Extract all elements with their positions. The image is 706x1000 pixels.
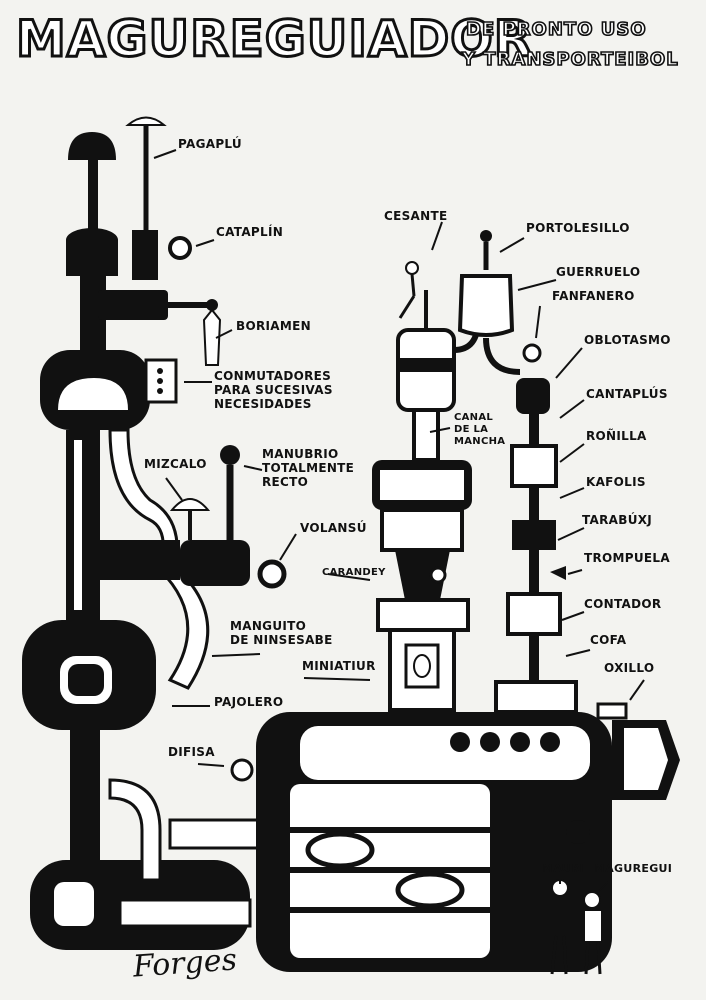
base-machine: [256, 702, 680, 972]
left-valves: [100, 116, 292, 882]
label-mauri: MAURI: [542, 862, 585, 875]
label-conmutadores-2: PARA SUCESIVAS: [214, 383, 333, 397]
label-manubrio-2: TOTALMENTE: [262, 461, 355, 475]
label-mizcalo: MIZCALO: [144, 457, 207, 471]
label-kafolis: KAFOLIS: [586, 475, 646, 489]
label-pagaplu: PAGAPLÚ: [178, 137, 242, 151]
label-manubrio-3: RECTO: [262, 475, 309, 489]
subtitle-line-2: Y TRANSPORTEIBOL: [461, 49, 679, 71]
label-oblotasmo: OBLOTASMO: [584, 333, 671, 347]
label-cantaplus: CANTAPLÚS: [586, 387, 668, 401]
label-ronilla: ROÑILLA: [586, 429, 647, 443]
label-maguregui: MAGUREGUI: [594, 862, 673, 875]
right-column: [457, 230, 578, 714]
label-manguito-1: MANGUITO: [230, 619, 307, 633]
label-volansu: VOLANSÚ: [300, 521, 367, 535]
label-conmutadores-3: NECESIDADES: [214, 397, 312, 411]
figures: [398, 261, 603, 975]
subtitle-line-1: DE PRONTO USO: [465, 19, 647, 41]
label-cesante: CESANTE: [384, 209, 448, 223]
label-pajolero: PAJOLERO: [214, 695, 284, 709]
label-canal-1: CANAL: [454, 412, 494, 423]
page-title: MAGUREGUIADOR: [14, 9, 534, 70]
label-conmutadores-1: CONMUTADORES: [214, 369, 332, 383]
label-tarabuxj: TARABÚXJ: [582, 513, 653, 527]
label-fanfanero: FANFANERO: [552, 289, 635, 303]
label-cataplin: CATAPLÍN: [216, 225, 284, 239]
label-cofa: COFA: [590, 633, 627, 647]
label-portolesillo: PORTOLESILLO: [526, 221, 630, 235]
signature: Forges: [131, 942, 239, 985]
label-canal-2: DE LA: [454, 424, 489, 435]
label-difisa: DIFISA: [168, 745, 215, 759]
label-canal-3: MANCHA: [454, 436, 506, 447]
label-manubrio-1: MANUBRIO: [262, 447, 339, 461]
pointer-lines: [153, 149, 645, 893]
label-miniatiur: MINIATIUR: [302, 659, 376, 673]
label-oxillo: OXILLO: [604, 661, 655, 675]
label-trompuela: TROMPUELA: [584, 551, 670, 565]
label-guerruelo: GUERRUELO: [556, 265, 641, 279]
label-contador: CONTADOR: [584, 597, 662, 611]
central-column: [372, 290, 481, 712]
label-carandey: CARANDEY: [322, 567, 386, 578]
left-tower: [22, 132, 252, 950]
label-manguito-2: DE NINSESABE: [230, 633, 333, 647]
label-boriamen: BORIAMEN: [236, 319, 311, 333]
